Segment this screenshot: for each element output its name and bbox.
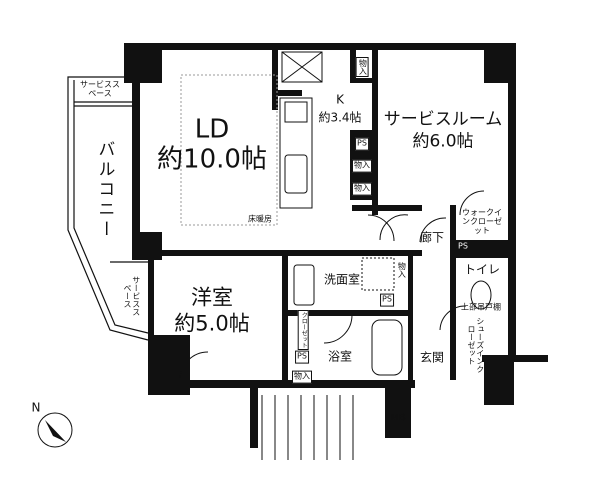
hallway-label: 廊下 — [419, 230, 445, 245]
balcony-outline — [67, 76, 149, 341]
doors — [179, 190, 485, 381]
ps-toilet: PS — [458, 241, 468, 251]
kitchen-name: K — [336, 92, 344, 107]
balcony-label: バルコニー — [94, 140, 115, 240]
stairs — [261, 395, 354, 460]
ld-name: LD — [194, 114, 230, 145]
fixtures — [293, 257, 492, 376]
service-space-top-label: サービススペース — [80, 80, 120, 98]
washroom-label: 洗面室 — [323, 272, 361, 287]
closet-label: クローゼット — [297, 310, 309, 350]
storage-k-low: 物入 — [352, 182, 372, 196]
compass-north-label: N — [31, 400, 41, 415]
storage-k-mid: 物入 — [352, 159, 372, 173]
service-space-side-label: サービススペース — [123, 276, 141, 316]
mb-label: MB — [390, 412, 406, 424]
ld-size: 約10.0帖 — [157, 144, 267, 175]
north-arrow-icon — [45, 420, 66, 442]
toilet-label: トイレ — [463, 262, 501, 277]
service-room-name: サービスルーム — [383, 109, 503, 130]
storage-k-top: 物入 — [355, 57, 369, 77]
western-room-size: 約5.0帖 — [174, 311, 250, 336]
shoes-in-closet-label: シューズインクローゼット — [467, 317, 485, 373]
service-room-size: 約6.0帖 — [412, 131, 474, 152]
floor-heating-label: 床暖房 — [248, 214, 272, 224]
ps-k: PS — [355, 137, 369, 151]
walk-in-closet-label: ウォークインクローゼット — [462, 207, 502, 235]
kitchen-counter — [279, 51, 323, 209]
bathroom-label: 浴室 — [327, 349, 353, 364]
storage-western: 物入 — [292, 370, 312, 384]
kitchen-size: 約3.4帖 — [318, 110, 362, 125]
storage-wash: 物入 — [397, 262, 407, 278]
ps-wash: PS — [380, 293, 394, 307]
ps-western: PS — [295, 350, 309, 364]
western-room-name: 洋室 — [191, 285, 233, 310]
floor-heating-area — [180, 74, 278, 226]
compass — [37, 412, 73, 448]
upper-cabinet-label: 上部吊戸棚 — [461, 302, 501, 312]
entrance-label: 玄関 — [419, 350, 445, 365]
